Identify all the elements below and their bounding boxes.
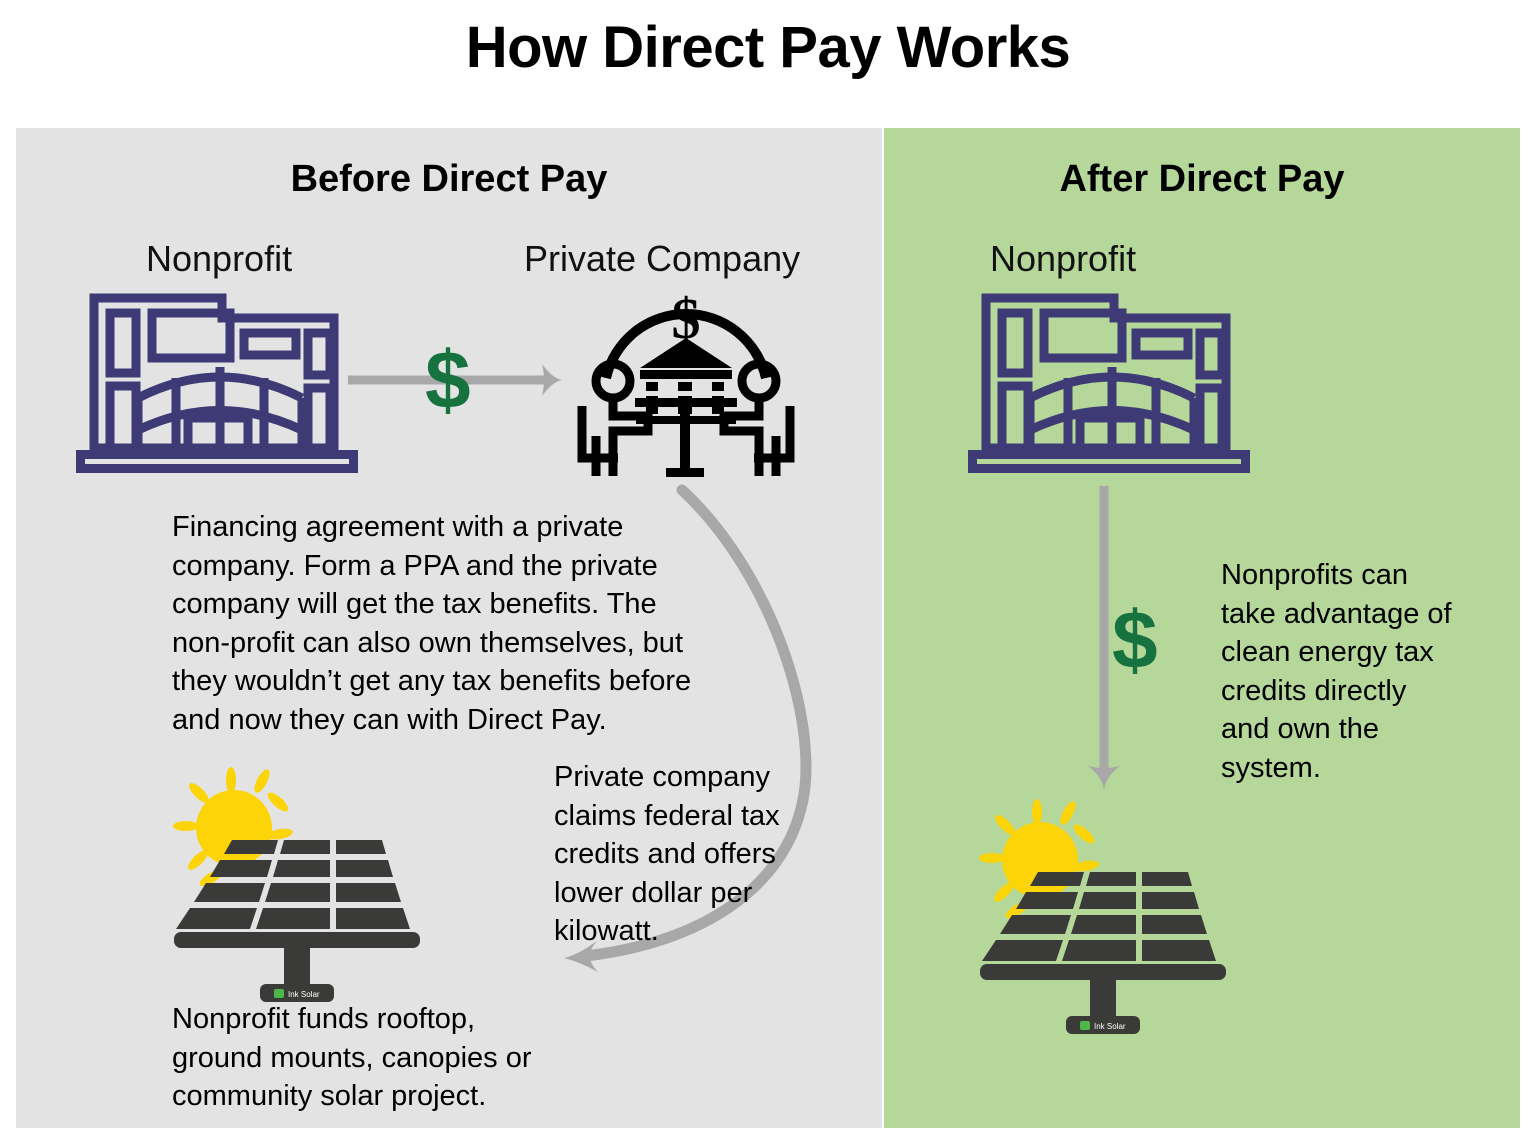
dollar-sign-before: $ bbox=[425, 335, 471, 426]
page-title: How Direct Pay Works bbox=[465, 15, 1071, 80]
svg-text:Ink Solar: Ink Solar bbox=[1094, 1022, 1126, 1031]
label-nonprofit-after: Nonprofit bbox=[990, 238, 1137, 279]
building-icon bbox=[968, 293, 1250, 473]
people-at-table-bank-icon: $ bbox=[577, 286, 795, 477]
svg-text:Ink Solar: Ink Solar bbox=[288, 990, 320, 999]
solar-panel-icon: Ink Solar bbox=[979, 799, 1226, 1034]
panel-after-heading: After Direct Pay bbox=[1059, 158, 1345, 200]
label-private-company: Private Company bbox=[524, 238, 801, 279]
arrow-right-icon bbox=[348, 364, 562, 396]
solar-panel-icon: Ink Solar bbox=[173, 767, 420, 1002]
dollar-sign-after: $ bbox=[1112, 595, 1158, 686]
panel-before-heading: Before Direct Pay bbox=[290, 158, 608, 200]
solar-logo: Ink Solar bbox=[274, 989, 320, 999]
curved-arrow-icon bbox=[564, 484, 812, 972]
text-tax-credits: Private company claims federal tax credi… bbox=[554, 761, 780, 948]
text-solar-caption: Nonprofit funds rooftop, ground mounts, … bbox=[172, 1003, 532, 1113]
text-nonprofit-benefit: Nonprofits can take advantage of clean e… bbox=[1221, 559, 1452, 784]
panel-after-direct-pay: After Direct Pay Nonprofit bbox=[884, 128, 1520, 1128]
panel-before-direct-pay: Before Direct Pay Nonprofit Private Comp… bbox=[16, 128, 882, 1128]
building-icon bbox=[76, 293, 358, 473]
label-nonprofit-before: Nonprofit bbox=[146, 238, 293, 279]
arrow-down-icon bbox=[1088, 486, 1120, 790]
text-financing-agreement: Financing agreement with a private compa… bbox=[172, 511, 692, 736]
solar-logo: Ink Solar bbox=[1080, 1021, 1126, 1031]
